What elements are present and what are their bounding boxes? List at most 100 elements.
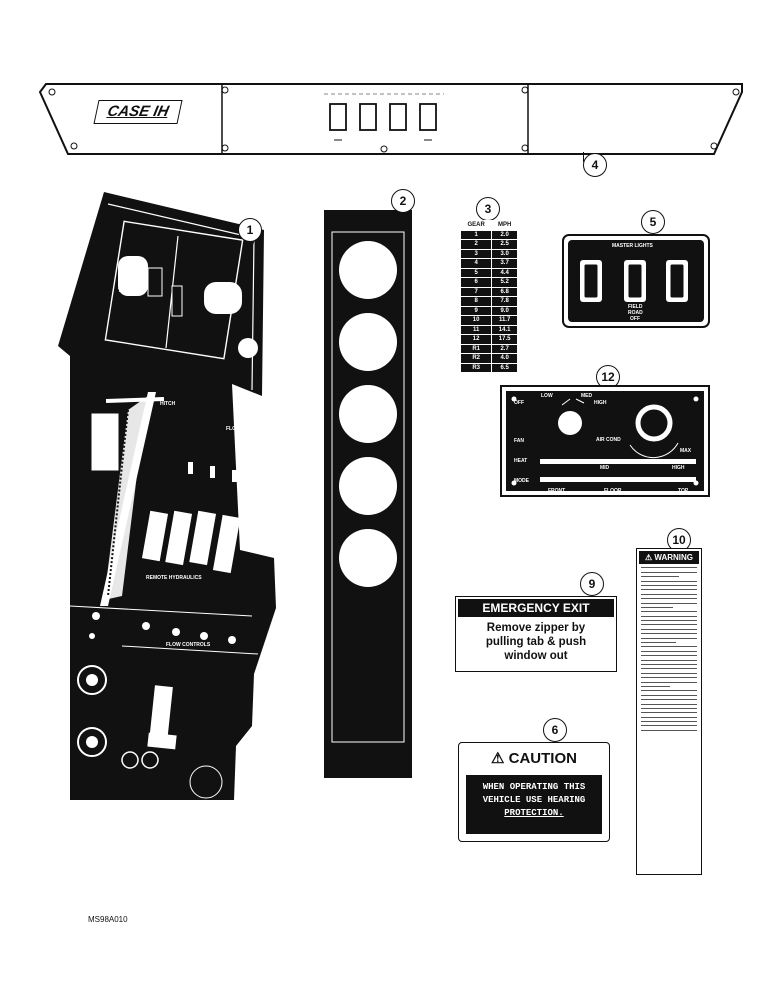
gear-cell: 10 (459, 315, 493, 326)
mph-cell: 2.7 (491, 343, 518, 354)
gear-cell: 12 (459, 334, 493, 345)
callout-3: 3 (476, 197, 500, 221)
mph-cell: 9.0 (491, 305, 518, 316)
logo-text: CASE IH (105, 103, 171, 120)
mph-cell: 7.8 (491, 296, 518, 307)
gear-cell: R1 (459, 343, 493, 354)
mph-header: MPH (491, 220, 518, 231)
warning-header: ⚠ WARNING (639, 551, 699, 564)
gear-header: GEAR (459, 220, 493, 231)
warning-fine-print (637, 567, 701, 731)
label-flow-controls: FLOW CONTROLS (166, 642, 211, 648)
warning-triangle-icon: ⚠ (644, 553, 653, 562)
gear-cell: 7 (459, 286, 493, 297)
climate-mode: MODE (514, 478, 529, 484)
warning-title: WARNING (654, 553, 694, 562)
mph-cell: 6.8 (491, 286, 518, 297)
warning-decal: ⚠ WARNING (636, 548, 702, 875)
gear-cell: 1 (459, 229, 493, 240)
mph-cell: 2.5 (491, 239, 518, 250)
climate-high: HIGH (594, 400, 607, 406)
gear-cell: 8 (459, 296, 493, 307)
master-lights-field: FIELD (628, 304, 643, 310)
label-remote-hydraulics: REMOTE HYDRAULICS (146, 575, 202, 581)
climate-off: OFF (514, 400, 524, 406)
climate-mid: MID (600, 465, 610, 471)
mph-cell: 11.7 (491, 315, 518, 326)
caution-body: WHEN OPERATING THIS VEHICLE USE HEARING … (466, 775, 602, 834)
climate-low: LOW (541, 393, 553, 399)
gear-cell: 9 (459, 305, 493, 316)
gear-cell: 5 (459, 267, 493, 278)
mph-cell: 3.0 (491, 248, 518, 259)
climate-air-cond: AIR COND (596, 437, 621, 443)
climate-high-2: HIGH (672, 465, 685, 471)
climate-control-plate (500, 385, 710, 497)
master-lights-off: OFF (630, 316, 640, 322)
caution-line-1: WHEN OPERATING THIS (482, 782, 586, 792)
emergency-line-1: Remove zipper by (486, 622, 586, 634)
label-hitch: HITCH (160, 401, 176, 407)
mph-cell: 4.4 (491, 267, 518, 278)
emergency-line-2: pulling tab & push (485, 636, 587, 648)
climate-fan: FAN (514, 438, 524, 444)
climate-med: MED (581, 393, 593, 399)
mph-cell: 6.5 (491, 362, 518, 373)
leader-4 (583, 152, 584, 162)
climate-heat: HEAT (514, 458, 528, 464)
mph-cell: 2.0 (491, 229, 518, 240)
gear-chart-header-row: GEAR MPH (459, 220, 518, 231)
callout-4: 4 (583, 153, 607, 177)
emergency-exit-title: EMERGENCY EXIT (458, 599, 614, 617)
callout-6: 6 (543, 718, 567, 742)
gauge-bezel (324, 210, 412, 778)
emergency-line-3: window out (504, 650, 568, 662)
gear-cell: R3 (459, 362, 493, 373)
emergency-exit-decal: EMERGENCY EXIT Remove zipper by pulling … (455, 596, 617, 672)
callout-2: 2 (391, 189, 415, 213)
figure-code: MS98A010 (88, 915, 128, 924)
climate-max: MAX (680, 448, 692, 454)
mph-cell: 14.1 (491, 324, 518, 335)
master-lights-road: ROAD (628, 310, 643, 316)
caution-line-2: VEHICLE USE HEARING (482, 795, 586, 805)
callout-5: 5 (641, 210, 665, 234)
callout-1: 1 (238, 218, 262, 242)
caution-title: CAUTION (508, 750, 577, 767)
label-throttle: THROTTLE (118, 288, 145, 294)
gear-cell: 2 (459, 239, 493, 250)
mph-cell: 3.7 (491, 258, 518, 269)
caution-header: ⚠ CAUTION (459, 746, 609, 772)
warning-triangle-icon: ⚠ (491, 750, 505, 767)
master-lights-title: MASTER LIGHTS (612, 243, 653, 249)
climate-front: FRONT (548, 488, 566, 494)
mph-cell: 17.5 (491, 334, 518, 345)
caution-decal: ⚠ CAUTION WHEN OPERATING THIS VEHICLE US… (458, 742, 610, 842)
mph-cell: 4.0 (491, 353, 518, 364)
caution-line-3: PROTECTION. (504, 808, 564, 818)
gear-cell: 11 (459, 324, 493, 335)
gear-cell: 3 (459, 248, 493, 259)
side-console-panel (58, 192, 276, 800)
gear-cell: 4 (459, 258, 493, 269)
gear-cell: R2 (459, 353, 493, 364)
gear-cell: 6 (459, 277, 493, 288)
master-lights-plate (562, 234, 710, 328)
case-ih-logo: CASE IH (93, 100, 183, 124)
climate-floor: FLOOR (604, 488, 622, 494)
